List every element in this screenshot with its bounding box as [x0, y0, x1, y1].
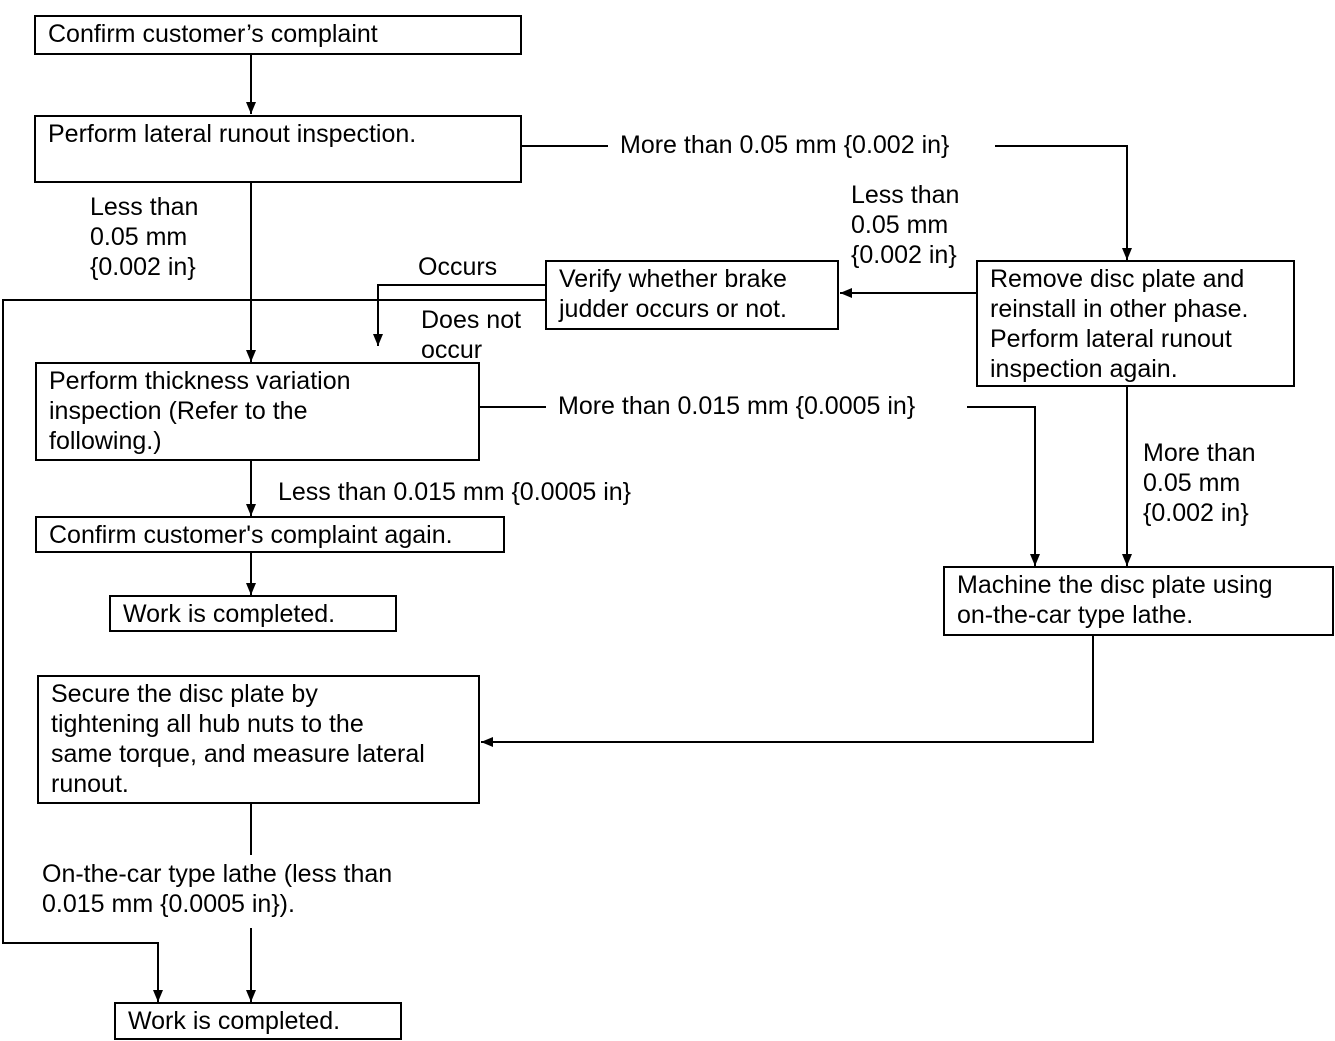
node-secure-disc: Secure the disc plate by tightening all … [37, 675, 480, 804]
label-occurs: Occurs [418, 253, 498, 281]
label-more-005-right: More than 0.05 mm {0.002 in} [1143, 439, 1256, 527]
node-work-completed-2: Work is completed. [114, 1002, 402, 1040]
label-lathe-less: On-the-car type lathe (less than 0.015 m… [42, 860, 393, 918]
arrow-machine-to-secure [481, 636, 1094, 747]
arrow-thickness-to-machine-b [967, 406, 1040, 566]
label-less-0015: Less than 0.015 mm {0.0005 in} [278, 478, 632, 506]
node-remove-reinstall: Remove disc plate and reinstall in other… [976, 260, 1295, 387]
arrow-verify-occurs [2, 299, 546, 1002]
node-confirm-complaint: Confirm customer’s complaint [34, 15, 522, 55]
label-more-0015: More than 0.015 mm {0.0005 in} [558, 392, 916, 420]
node-confirm-again: Confirm customer's complaint again. [35, 516, 505, 553]
arrow-runout-to-remove-b [995, 145, 1132, 260]
node-thickness-variation: Perform thickness variation inspection (… [35, 362, 480, 461]
label-less-005-left: Less than 0.05 mm {0.002 in} [90, 193, 199, 281]
node-lateral-runout: Perform lateral runout inspection. [34, 115, 522, 183]
label-more-005-top: More than 0.05 mm {0.002 in} [620, 131, 950, 159]
node-work-completed-1: Work is completed. [109, 595, 397, 632]
label-does-not-occur: Does not occur [421, 306, 522, 364]
label-less-005-mid: Less than 0.05 mm {0.002 in} [851, 181, 960, 269]
arrow-verify-not-occur [373, 284, 546, 346]
node-verify-judder: Verify whether brake judder occurs or no… [545, 260, 839, 330]
node-machine-disc: Machine the disc plate using on-the-car … [943, 566, 1334, 636]
